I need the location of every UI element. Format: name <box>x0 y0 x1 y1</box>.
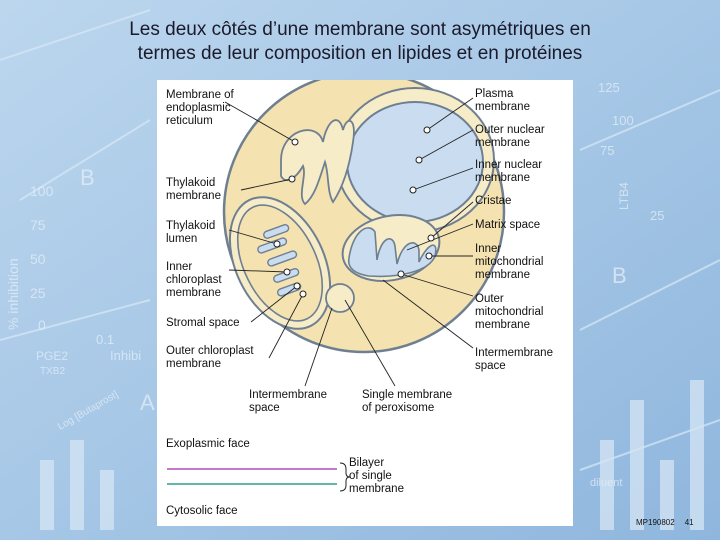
label-er: Membrane of endoplasmic reticulum <box>166 89 237 127</box>
bg-decor-text: 25 <box>30 285 46 301</box>
bg-decor-text: % inhibition <box>5 258 21 330</box>
label-cytosolic-face: Cytosolic face <box>166 505 238 517</box>
bg-decor-text: 100 <box>30 183 54 199</box>
slide-footer: MP190802 41 <box>636 518 704 527</box>
label-peroxisome: Single membrane of peroxisome <box>362 389 455 414</box>
bg-decor-text: B <box>80 165 95 190</box>
label-outer-nuclear: Outer nuclear membrane <box>475 124 548 149</box>
bg-decor-text: TXB2 <box>40 366 65 377</box>
endoplasmic-reticulum <box>280 119 355 206</box>
label-outer-chloroplast: Outer chloroplast membrane <box>166 345 257 370</box>
peroxisome <box>325 283 355 313</box>
label-inner-chloroplast: Inner chloroplast membrane <box>166 261 225 299</box>
bg-decor-text: 0.1 <box>96 332 114 347</box>
bg-decor-text: 25 <box>650 208 664 223</box>
bg-decor-text: PGE2 <box>36 349 68 363</box>
leader-dots <box>273 126 435 298</box>
diagram-panel: Membrane of endoplasmic reticulum Thylak… <box>157 70 573 526</box>
leader-lines <box>224 97 474 387</box>
bg-decor-text: 100 <box>612 113 634 128</box>
bg-decor-text: A <box>140 390 155 415</box>
bg-decor-text: 50 <box>30 251 46 267</box>
label-plasma-membrane: Plasma membrane <box>475 88 530 113</box>
slide-title-line: termes de leur composition en lipides et… <box>137 43 583 64</box>
bg-decor-text: 75 <box>30 217 46 233</box>
bg-decor-text: diluent <box>590 477 622 489</box>
label-cristae: Cristae <box>475 195 511 207</box>
label-intermembrane-space-bottom: Intermembrane space <box>249 389 330 414</box>
bg-decor-text: 75 <box>600 143 614 158</box>
nucleus-interior <box>346 101 484 223</box>
bg-decor-text: B <box>612 263 627 288</box>
bg-decor-text: 0 <box>38 317 46 333</box>
bg-decor-text: Inhibi <box>110 348 141 363</box>
label-inner-nuclear: Inner nuclear membrane <box>475 159 545 184</box>
label-intermembrane-space-right: Intermembrane space <box>475 347 556 372</box>
bg-decor-text: 125 <box>598 80 620 95</box>
label-matrix-space: Matrix space <box>475 219 540 231</box>
bilayer-brace <box>339 462 351 492</box>
label-inner-mito: Inner mitochondrial membrane <box>475 243 547 281</box>
label-thylakoid-lumen: Thylakoid lumen <box>166 220 218 245</box>
label-stromal-space: Stromal space <box>166 317 240 329</box>
label-bilayer: Bilayer of single membrane <box>349 457 404 495</box>
slide-title-line: Les deux côtés d’une membrane sont asymé… <box>129 19 591 40</box>
membrane-diagram: Membrane of endoplasmic reticulum Thylak… <box>166 70 556 517</box>
label-outer-mito: Outer mitochondrial membrane <box>475 293 547 331</box>
label-exoplasmic-face: Exoplasmic face <box>166 438 250 450</box>
mitochondrion <box>341 214 441 282</box>
slide-title: Les deux côtés d’une membrane sont asymé… <box>90 18 630 66</box>
page-number: 41 <box>684 518 694 527</box>
label-thylakoid-membrane: Thylakoid membrane <box>166 177 221 202</box>
footer-code: MP190802 <box>636 518 675 527</box>
bg-decor-text: LTB4 <box>617 182 631 210</box>
